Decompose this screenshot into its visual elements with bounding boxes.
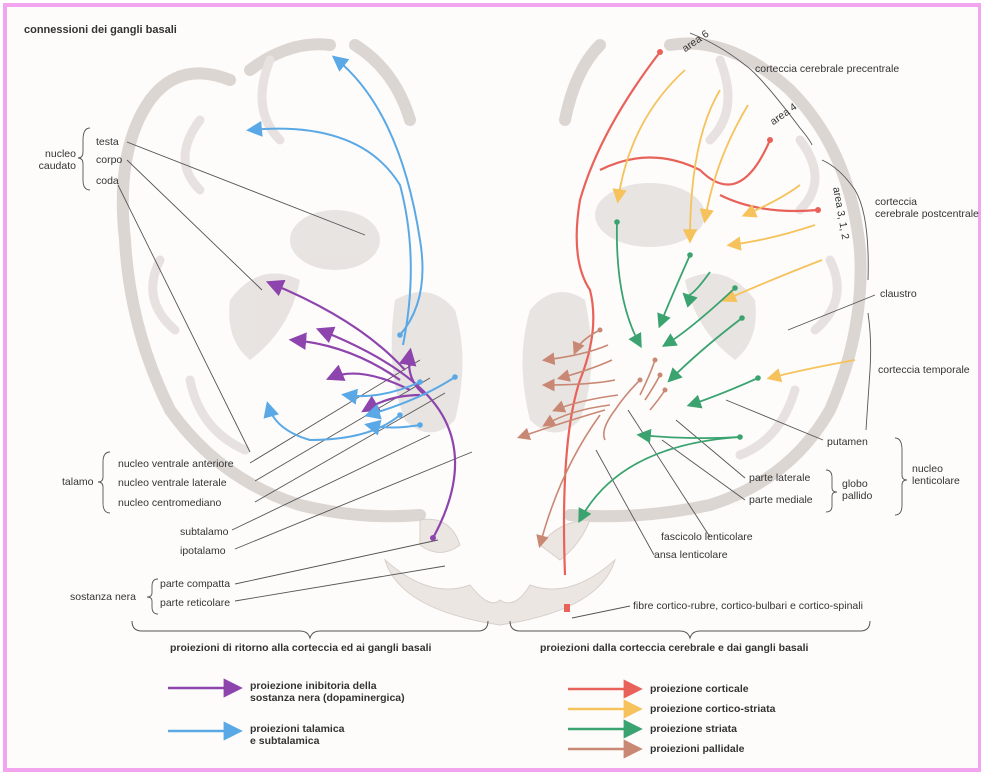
label-corteccia-postcentrale: corteccia cerebrale postcentrale bbox=[875, 196, 979, 220]
deep-nuclei bbox=[229, 183, 756, 433]
label-subtalamo: subtalamo bbox=[180, 526, 228, 538]
label-fibre: fibre cortico-rubre, cortico-bulbari e c… bbox=[633, 600, 863, 612]
legend-purple-label: proiezione inibitoria della sostanza ner… bbox=[250, 680, 405, 704]
legend-brown-label: proiezioni pallidale bbox=[650, 743, 745, 755]
label-nucleo-ventrale-laterale: nucleo ventrale laterale bbox=[118, 477, 227, 489]
section-title-left: proiezioni di ritorno alla corteccia ed … bbox=[170, 642, 431, 654]
brain-gyri bbox=[153, 60, 838, 455]
label-sostanza-nera: sostanza nera bbox=[70, 591, 136, 603]
label-testa: testa bbox=[96, 136, 119, 148]
label-nucleo-lenticolare: nucleo lenticolare bbox=[912, 463, 960, 487]
label-nucleo-caudato: nucleo caudato bbox=[30, 148, 76, 172]
label-corteccia-temporale: corteccia temporale bbox=[878, 364, 970, 376]
label-claustro: claustro bbox=[880, 288, 917, 300]
label-nucleo-ventrale-anteriore: nucleo ventrale anteriore bbox=[118, 458, 234, 470]
legend-blue-label: proiezioni talamica e subtalamica bbox=[250, 723, 345, 747]
legend-yellow-label: proiezione cortico-striata bbox=[650, 703, 775, 715]
brainstem bbox=[385, 519, 615, 625]
label-globo-pallido: globo pallido bbox=[842, 478, 872, 502]
label-corpo: corpo bbox=[96, 154, 122, 166]
legend-red-label: proiezione corticale bbox=[650, 683, 749, 695]
label-putamen: putamen bbox=[827, 436, 868, 448]
label-nucleo-centromediano: nucleo centromediano bbox=[118, 497, 221, 509]
label-parte-reticolare: parte reticolare bbox=[160, 597, 230, 609]
green-projections bbox=[580, 222, 758, 520]
label-coda: coda bbox=[96, 175, 119, 187]
label-parte-laterale: parte laterale bbox=[749, 472, 810, 484]
label-ipotalamo: ipotalamo bbox=[180, 545, 226, 557]
section-title-right: proiezioni dalla corteccia cerebrale e d… bbox=[540, 642, 808, 654]
purple-origin-dot bbox=[430, 535, 436, 541]
label-parte-compatta: parte compatta bbox=[160, 578, 230, 590]
label-corteccia-precentrale: corteccia cerebrale precentrale bbox=[755, 63, 899, 75]
label-parte-mediale: parte mediale bbox=[749, 494, 813, 506]
label-talamo: talamo bbox=[62, 476, 94, 488]
label-ansa-lenticolare: ansa lenticolare bbox=[654, 549, 728, 561]
label-fascicolo-lenticolare: fascicolo lenticolare bbox=[661, 531, 753, 543]
legend-green-label: proiezione striata bbox=[650, 723, 737, 735]
diagram-title: connessioni dei gangli basali bbox=[24, 24, 177, 36]
